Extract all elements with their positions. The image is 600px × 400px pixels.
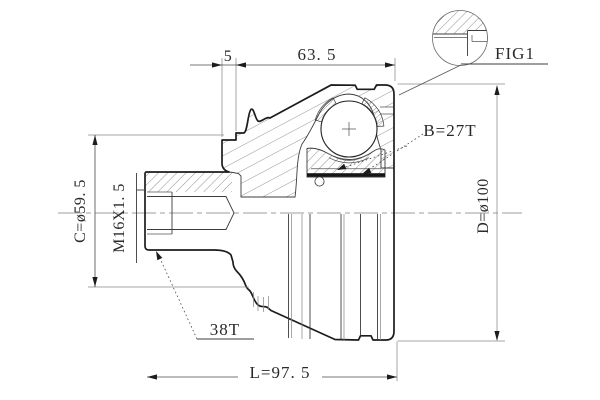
stem-shaft [145, 172, 235, 235]
arrowhead [147, 374, 157, 380]
dimension-total-length: L=97. 5 [147, 341, 398, 382]
part-outline [144, 84, 395, 341]
arrowhead [494, 331, 500, 341]
mouth-snap-ring-groove [379, 107, 394, 114]
label-inner-spline: B=27T [336, 121, 476, 175]
race-seat-arc-1 [333, 155, 365, 161]
detail-leader [398, 64, 462, 96]
bell-mouth-edges-lower [253, 214, 381, 340]
inner-spline-label: B=27T [423, 121, 476, 140]
dimension-outer-diameter: D=ø100 [397, 83, 505, 342]
stem-wall-hatch [145, 172, 232, 192]
thread-label: M16X1. 5 [111, 183, 128, 253]
fig1-label: FIG1 [495, 44, 535, 63]
shaft-spline-label: 38T [210, 320, 240, 339]
arrowhead [337, 163, 347, 170]
cage-section-left [314, 97, 337, 123]
dimension-top: 5 63. 5 [190, 45, 396, 137]
dim-bell-length-label: 63. 5 [298, 45, 337, 64]
dimension-seat-diameter: C=ø59. 5 [72, 134, 249, 288]
dim-total-length-label: L=97. 5 [250, 363, 311, 382]
fig1-detail: FIG1 [398, 10, 548, 96]
dim-outer-diameter-label: D=ø100 [475, 178, 492, 234]
arrowhead [236, 62, 246, 68]
arrowhead [387, 374, 397, 380]
label-shaft-spline: 38T [156, 251, 254, 340]
arrowhead [92, 277, 98, 287]
ball [320, 100, 378, 164]
arrowhead [494, 85, 500, 95]
arrowhead [156, 251, 163, 261]
pilot-hole [147, 196, 235, 230]
dim-groove-width-label: 5 [224, 48, 233, 65]
cage-section-right [361, 97, 385, 127]
spline-bore-band [307, 173, 385, 177]
race-seat-arc-2 [328, 157, 370, 164]
snap-ring-section [314, 176, 325, 187]
arrowhead [362, 167, 372, 174]
label-leader [157, 253, 198, 340]
cage [314, 97, 385, 127]
label-thread: M16X1. 5 [111, 173, 146, 263]
arrowhead [385, 62, 395, 68]
dim-seat-diameter-label: C=ø59. 5 [72, 179, 89, 243]
arrowhead [92, 135, 98, 145]
bell-wall-hatch [222, 85, 394, 197]
arrowhead [212, 62, 222, 68]
